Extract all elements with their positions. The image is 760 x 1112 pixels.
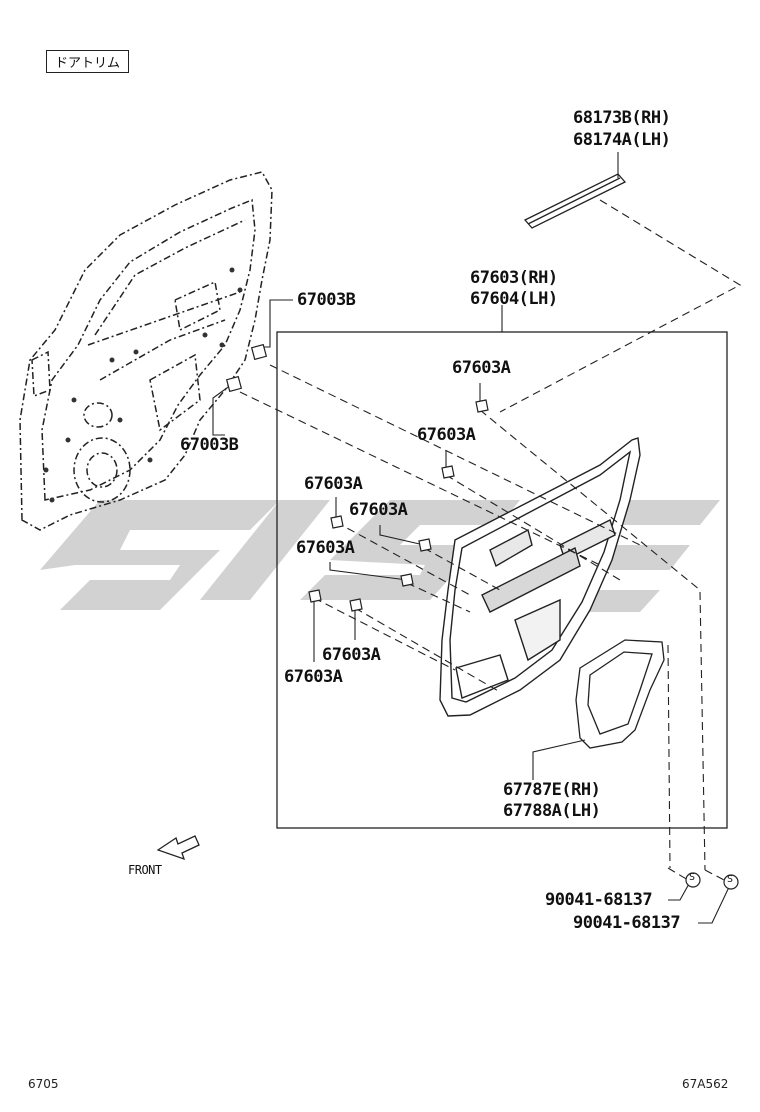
weatherstrip-part — [523, 173, 627, 229]
front-arrow-icon — [156, 835, 200, 861]
part-label-trim-board-rh[interactable]: 67603(RH) — [470, 268, 558, 288]
screw-symbol-1: S — [689, 872, 695, 883]
part-label-trim-board-lh[interactable]: 67604(LH) — [470, 289, 558, 309]
screw-symbols — [685, 872, 739, 890]
leader-lines — [212, 152, 731, 924]
door-trim-board-part — [439, 437, 641, 717]
part-label-cover-lh[interactable]: 67788A(LH) — [503, 801, 601, 821]
clip-67603a-parts — [308, 399, 489, 612]
part-label-clip-67003b-lower[interactable]: 67003B — [180, 435, 239, 455]
front-direction-label: FRONT — [128, 863, 162, 877]
page-code-left: 6705 — [28, 1077, 59, 1091]
service-hole-cover-part — [575, 639, 665, 749]
part-label-clip-67603a-5[interactable]: 67603A — [296, 538, 355, 558]
page-code-right: 67A562 — [682, 1077, 729, 1091]
part-label-clip-67603a-2[interactable]: 67603A — [417, 425, 476, 445]
part-label-clip-67603a-6[interactable]: 67603A — [322, 645, 381, 665]
part-label-cover-rh[interactable]: 67787E(RH) — [503, 780, 601, 800]
part-label-weatherstrip-rh[interactable]: 68173B(RH) — [573, 108, 671, 128]
door-inner-panel — [19, 171, 273, 531]
part-label-weatherstrip-lh[interactable]: 68174A(LH) — [573, 130, 671, 150]
part-label-clip-67603a-3[interactable]: 67603A — [304, 474, 363, 494]
part-label-screw-1[interactable]: 90041-68137 — [545, 890, 653, 910]
part-label-clip-67003b-upper[interactable]: 67003B — [297, 290, 356, 310]
section-title: ドアトリム — [46, 50, 130, 73]
part-label-clip-67603a-4[interactable]: 67603A — [349, 500, 408, 520]
assembly-lines — [239, 199, 742, 883]
clip-67003b-parts — [225, 343, 268, 393]
screw-symbol-2: S — [727, 874, 733, 885]
part-label-clip-67603a-7[interactable]: 67603A — [284, 667, 343, 687]
door-inner-panel-holes — [43, 267, 243, 503]
part-label-clip-67603a-1[interactable]: 67603A — [452, 358, 511, 378]
part-label-screw-2[interactable]: 90041-68137 — [573, 913, 681, 933]
